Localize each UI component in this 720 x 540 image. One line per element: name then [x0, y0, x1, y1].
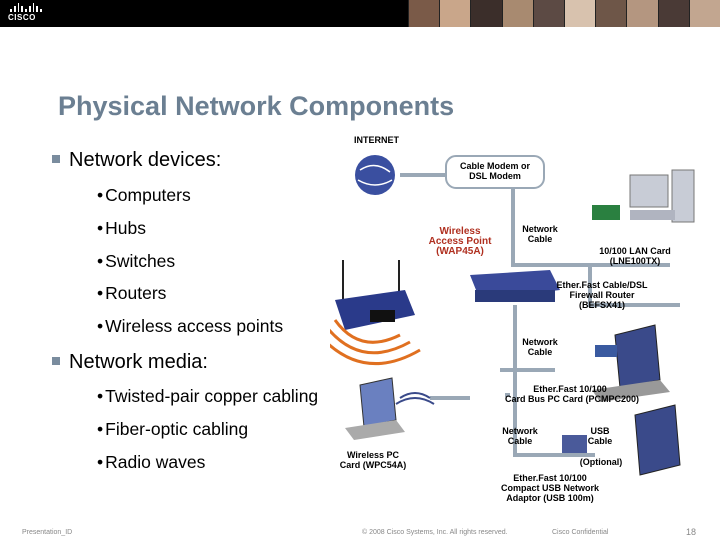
- bullet-heading: Network media:: [69, 351, 208, 373]
- laptop-icon: [634, 404, 681, 476]
- square-bullet-icon: [52, 154, 60, 163]
- people-photo-strip: [408, 0, 720, 27]
- person-photo: [439, 0, 471, 27]
- person-photo: [564, 0, 596, 27]
- cisco-logo-text: CISCO: [8, 13, 36, 22]
- wireless-router-icon: [335, 260, 415, 330]
- laptop-icon: [345, 377, 405, 440]
- person-photo: [657, 0, 689, 27]
- person-photo: [501, 0, 533, 27]
- footer-presentation-id: Presentation_ID: [22, 529, 73, 536]
- person-photo: [626, 0, 658, 27]
- sub-bullet: •Twisted-pair copper cabling: [97, 386, 319, 406]
- person-photo: [688, 0, 720, 27]
- wireless-card-signal-icon: [395, 392, 435, 405]
- diagram-graphics: [330, 155, 695, 476]
- desktop-computer-icon: [629, 169, 695, 223]
- sub-bullet: •Routers: [97, 283, 167, 303]
- person-photo: [595, 0, 627, 27]
- lan-card-label: 10/100 LAN Card(LNE100TX): [599, 246, 671, 266]
- person-photo: [470, 0, 502, 27]
- sub-bullet: •Hubs: [97, 218, 146, 238]
- person-photo: [532, 0, 565, 27]
- globe-icon: [355, 155, 395, 195]
- cisco-logo: CISCO: [8, 3, 43, 23]
- square-bullet-icon: [52, 356, 60, 365]
- footer-copyright: © 2008 Cisco Systems, Inc. All rights re…: [362, 529, 508, 536]
- bullet-network-media: Network media:: [52, 351, 208, 374]
- person-photo: [408, 0, 440, 27]
- sub-bullet: •Switches: [97, 251, 176, 271]
- optional-label: (Optional): [579, 457, 623, 467]
- page-number: 18: [686, 527, 697, 537]
- footer-confidential: Cisco Confidential: [552, 529, 609, 536]
- cisco-logo-bars: [10, 3, 43, 12]
- top-banner: CISCO: [0, 0, 720, 27]
- sub-bullet: •Fiber-optic cabling: [97, 419, 249, 439]
- sub-bullet: •Wireless access points: [97, 316, 284, 336]
- sub-bullet: •Computers: [97, 185, 191, 205]
- network-cables: [400, 173, 680, 457]
- pc-card-icon: [595, 345, 617, 357]
- radio-waves-icon: [330, 319, 421, 366]
- slide-title: Physical Network Components: [58, 91, 455, 121]
- router-icon: [470, 270, 560, 302]
- usb-adaptor-icon: [562, 435, 587, 453]
- modem-box: [445, 155, 545, 189]
- internet-label: INTERNET: [354, 135, 399, 145]
- bullet-heading: Network devices:: [69, 149, 222, 171]
- lan-card-icon: [592, 205, 620, 220]
- bullet-network-devices: Network devices:: [52, 149, 221, 172]
- laptop-icon: [592, 324, 670, 402]
- sub-bullet: •Radio waves: [97, 452, 206, 472]
